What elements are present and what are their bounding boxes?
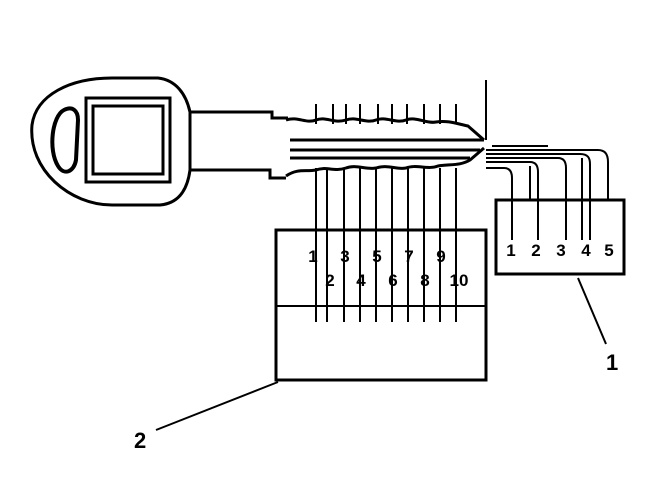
upper-cut-ticks — [315, 104, 457, 124]
cut-label-7: 7 — [404, 247, 413, 266]
key-blade — [190, 80, 548, 180]
tumbler-box — [494, 198, 626, 276]
key-head — [30, 76, 192, 207]
cut-label-9: 9 — [436, 247, 445, 266]
tumbler-label-5: 5 — [604, 241, 613, 260]
cut-gauge-box — [274, 228, 488, 382]
cut-label-3: 3 — [340, 247, 349, 266]
callout-2: 2 — [134, 428, 146, 453]
key-head-window-outer — [84, 96, 172, 184]
cut-label-8: 8 — [420, 271, 429, 290]
key-head-window-inner — [91, 104, 165, 176]
cut-label-2: 2 — [325, 271, 334, 290]
tumbler-label-4: 4 — [581, 241, 591, 260]
tumbler-label-2: 2 — [531, 241, 540, 260]
tumbler-labels: 1 2 3 4 5 — [506, 241, 613, 260]
cut-label-5: 5 — [372, 247, 381, 266]
cut-label-10: 10 — [450, 271, 469, 290]
lower-cut-lines — [315, 168, 457, 322]
callout-1: 1 — [606, 350, 618, 375]
cut-label-4: 4 — [356, 271, 366, 290]
cut-label-6: 6 — [388, 271, 397, 290]
tumbler-leader-lines — [486, 149, 609, 240]
cut-label-1: 1 — [308, 247, 317, 266]
cut-labels: 1 2 3 4 5 6 7 8 9 10 — [308, 247, 468, 290]
tumbler-label-3: 3 — [556, 241, 565, 260]
callout-leaders — [155, 277, 607, 431]
key-ring-slot — [50, 106, 81, 174]
tumbler-label-1: 1 — [506, 241, 515, 260]
